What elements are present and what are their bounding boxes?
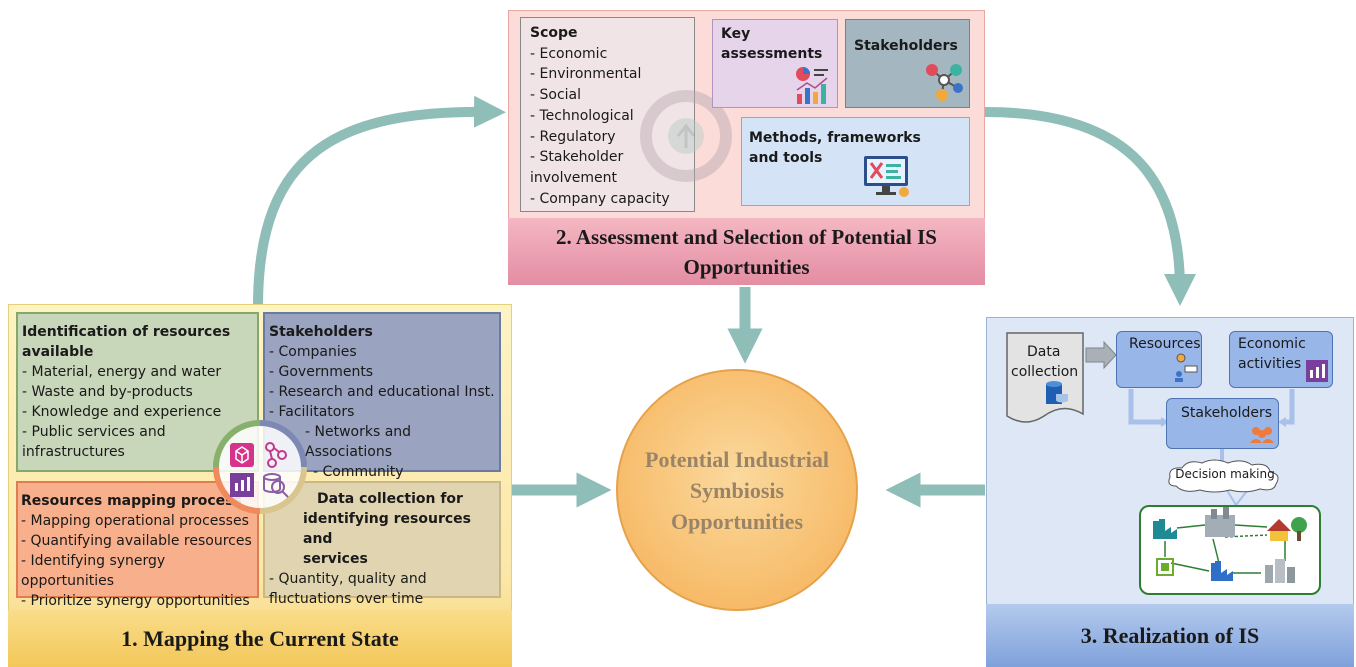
identification-title-1: Identification of resources bbox=[22, 324, 231, 340]
data-collection-document bbox=[1006, 332, 1084, 423]
identification-item: - Material, energy and water bbox=[22, 364, 222, 380]
factory-icon bbox=[1306, 360, 1328, 382]
stakeholder-item: - Facilitators bbox=[269, 404, 355, 420]
center-circle: Potential Industrial Symbiosis Opportuni… bbox=[616, 369, 858, 611]
factory-icon bbox=[1211, 561, 1233, 581]
scope-item: - Environmental bbox=[530, 66, 642, 83]
box-scope: Scope - Economic - Environmental - Socia… bbox=[520, 17, 695, 212]
decision-making-label: Decision making bbox=[1175, 467, 1275, 481]
circular-economy-icon bbox=[640, 90, 732, 182]
panel2-title-line2: Opportunities bbox=[683, 254, 810, 279]
network-nodes-icon bbox=[926, 64, 963, 101]
data-collection-line2: collection bbox=[1011, 364, 1079, 380]
economic-line2: activities bbox=[1238, 356, 1302, 372]
data-collection-item: fluctuations over time bbox=[269, 591, 424, 607]
arrow-panel2-to-panel3 bbox=[984, 107, 1196, 306]
identification-title-2: available bbox=[22, 344, 94, 360]
box-economic-activities: Economic activities bbox=[1229, 331, 1333, 388]
stakeholder-item: - Community bbox=[313, 464, 404, 480]
data-collection-item: - Quantity, quality and bbox=[269, 571, 427, 587]
data-collection-title-1: Data collection for bbox=[317, 491, 463, 507]
chip-icon bbox=[1156, 558, 1174, 576]
factory-icon bbox=[230, 473, 254, 497]
stakeholder-item: - Research and educational Inst. bbox=[269, 384, 495, 400]
stakeholder-network-icon bbox=[265, 442, 287, 468]
panel3-title: 3. Realization of IS bbox=[986, 604, 1354, 667]
stakeholder-item: - Companies bbox=[269, 344, 357, 360]
house-icon bbox=[1267, 517, 1307, 541]
box-stakeholders-panel2: Stakeholders bbox=[845, 19, 970, 108]
scope-item: - Technological bbox=[530, 107, 634, 124]
mapping-item: - Mapping operational processes bbox=[21, 513, 249, 529]
resource-cube-icon bbox=[230, 443, 254, 467]
scope-item: involvement bbox=[530, 169, 618, 186]
database-icon bbox=[1046, 381, 1068, 404]
panel2-title: 2. Assessment and Selection of Potential… bbox=[508, 218, 985, 285]
scope-item: - Regulatory bbox=[530, 128, 616, 145]
box-methods-frameworks-tools: Methods, frameworks and tools bbox=[741, 117, 970, 206]
people-icon bbox=[1250, 427, 1274, 443]
data-collection-line1: Data bbox=[1027, 344, 1061, 360]
methods-line2: and tools bbox=[749, 150, 823, 166]
scope-item: - Company capacity bbox=[530, 190, 670, 207]
box-stakeholders-panel1: Stakeholders - Companies - Governments -… bbox=[263, 312, 501, 480]
key-assessments-line2: assessments bbox=[721, 46, 823, 62]
mapping-item: - Prioritize synergy opportunities bbox=[21, 593, 250, 609]
gear-icon bbox=[1175, 353, 1198, 382]
factory-icon bbox=[1205, 507, 1235, 537]
scope-item: - Social bbox=[530, 87, 582, 104]
resources-title: Resources bbox=[1129, 336, 1201, 352]
mapping-item: - Quantifying available resources bbox=[21, 533, 252, 549]
key-assessments-line1: Key bbox=[721, 26, 751, 42]
box-identification-resources: Identification of resources available - … bbox=[16, 312, 259, 472]
stakeholders-panel2-title: Stakeholders bbox=[854, 38, 958, 54]
box-data-collection-panel1: Data collection for identifying resource… bbox=[263, 481, 501, 607]
box-key-assessments: Key assessments bbox=[712, 19, 838, 108]
stakeholder-item: - Governments bbox=[269, 364, 374, 380]
scope-item: - Economic bbox=[530, 45, 608, 62]
identification-item: infrastructures bbox=[22, 444, 125, 460]
economic-line1: Economic bbox=[1238, 336, 1306, 352]
monitor-tools-icon bbox=[864, 156, 909, 197]
box-resources-mapping: Resources mapping process - Mapping oper… bbox=[16, 481, 259, 609]
identification-item: - Knowledge and experience bbox=[22, 404, 222, 420]
panel1-title: 1. Mapping the Current State bbox=[8, 610, 512, 667]
center-title: Potential Industrial Symbiosis Opportuni… bbox=[645, 446, 829, 534]
chart-icon bbox=[796, 67, 828, 104]
arrow-panel1-to-panel2 bbox=[253, 95, 506, 307]
synergy-circle-icon bbox=[213, 420, 307, 514]
cloud-icon bbox=[1168, 459, 1279, 493]
data-collection-title-2: identifying resources and bbox=[303, 511, 471, 547]
methods-line1: Methods, frameworks bbox=[749, 130, 921, 146]
symbiosis-network-graphic bbox=[1153, 507, 1307, 583]
resources-mapping-title: Resources mapping process bbox=[21, 493, 242, 509]
panel2-title-line1: 2. Assessment and Selection of Potential… bbox=[556, 224, 937, 249]
stakeholders-title: Stakeholders bbox=[269, 324, 373, 340]
box-stakeholders-panel3: Stakeholders bbox=[1166, 398, 1279, 449]
data-search-icon bbox=[263, 473, 289, 498]
scope-item: - Stakeholder bbox=[530, 149, 624, 166]
scope-title: Scope bbox=[530, 25, 578, 41]
city-icon bbox=[1265, 559, 1295, 583]
data-collection-title-3: services bbox=[303, 551, 368, 567]
stakeholders-panel3-title: Stakeholders bbox=[1181, 405, 1273, 421]
mapping-item: - Identifying synergy opportunities bbox=[21, 553, 166, 589]
identification-item: - Public services and bbox=[22, 424, 166, 440]
identification-item: - Waste and by-products bbox=[22, 384, 193, 400]
stakeholder-item: - Networks and Associations bbox=[305, 424, 412, 460]
factory-icon bbox=[1153, 519, 1177, 539]
box-resources: Resources bbox=[1116, 331, 1202, 388]
